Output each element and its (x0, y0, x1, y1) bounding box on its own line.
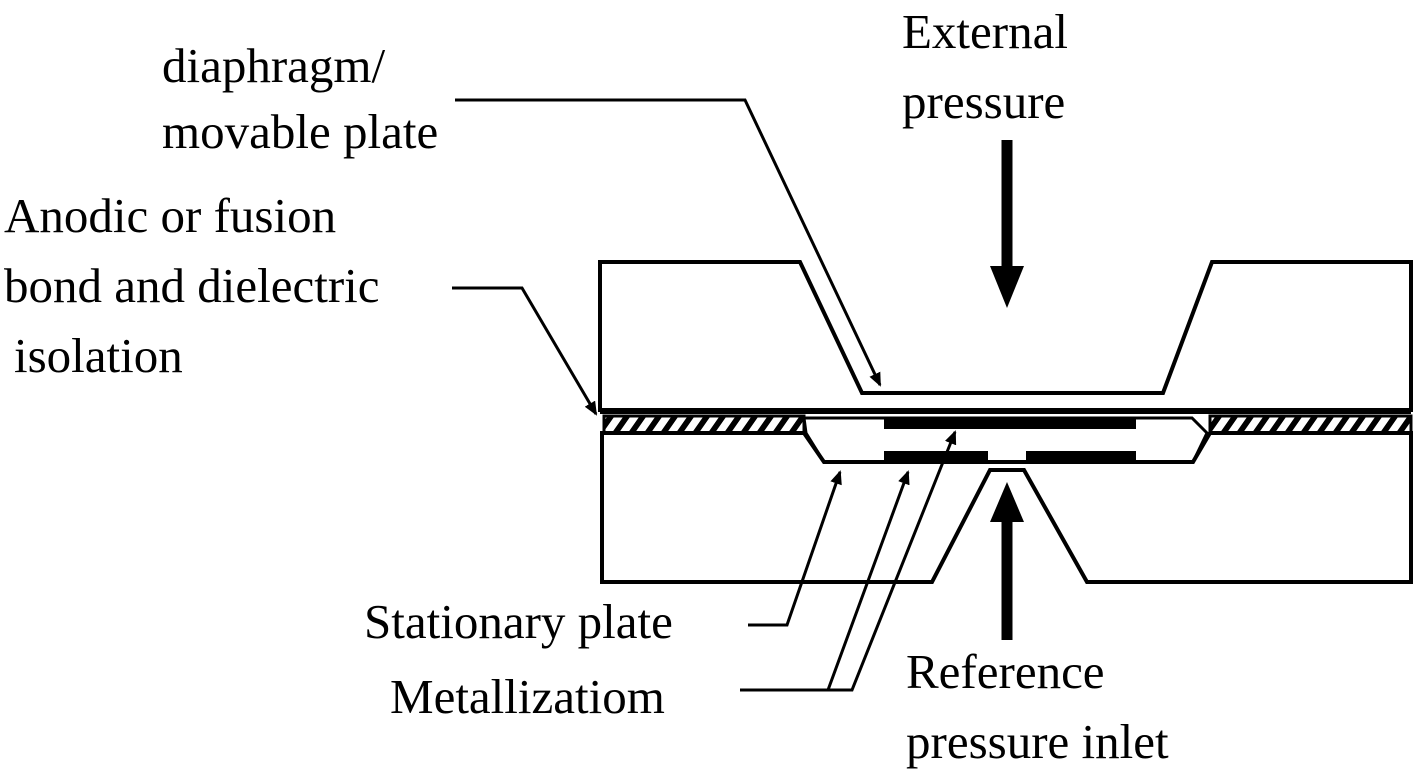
label-external-line2: pressure (902, 74, 1065, 129)
label-bond-line1: Anodic or fusion (4, 188, 336, 243)
bond-layer-right (1208, 414, 1413, 435)
label-reference-line1: Reference (906, 644, 1105, 699)
external-pressure-arrowhead (990, 266, 1024, 308)
leader-diaphragm (455, 98, 882, 387)
leader-bond (452, 286, 598, 416)
label-bond-line3: isolation (14, 328, 183, 383)
diaphragm-electrode (884, 419, 1136, 429)
label-external-line1: External (902, 4, 1068, 59)
stationary-electrode-right (1026, 451, 1136, 461)
label-stationary-plate: Stationary plate (364, 594, 673, 649)
label-diaphragm-line1: diaphragm/ (162, 38, 386, 93)
bond-layer-left (602, 414, 806, 435)
reference-pressure-arrowhead (990, 482, 1024, 522)
label-bond-line2: bond and dielectric (4, 258, 380, 313)
label-diaphragm-line2: movable plate (162, 104, 438, 159)
sealed-cavity (802, 416, 1209, 464)
label-reference-line2: pressure inlet (906, 714, 1169, 769)
stationary-electrode-left (884, 451, 988, 461)
leader-stationary (748, 470, 842, 627)
label-metallization: Metallizatiom (390, 669, 665, 724)
leader-metallization-2 (828, 430, 957, 692)
